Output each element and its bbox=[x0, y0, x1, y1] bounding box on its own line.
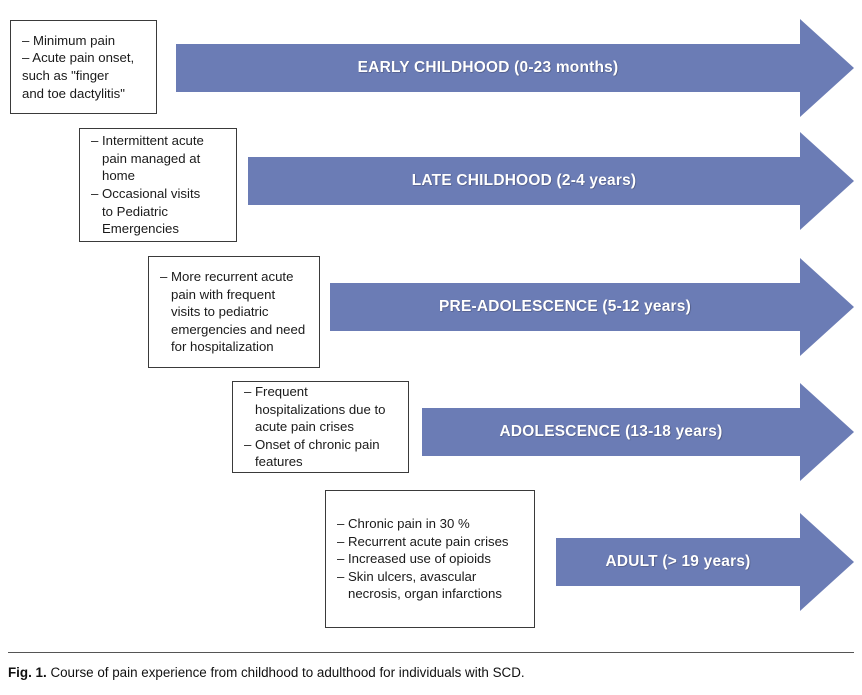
list-item: – Minimum pain bbox=[22, 32, 116, 48]
list-item: – Chronic pain in 30 % bbox=[337, 516, 470, 532]
list-item: – More recurrent acute pain with frequen… bbox=[160, 269, 306, 355]
bullet-list-adolescence: – Frequent hospitalizations due to acute… bbox=[244, 383, 399, 471]
list-item: – Recurrent acute pain crises bbox=[337, 533, 509, 549]
arrow-pre-adolescence: PRE-ADOLESCENCE (5-12 years) bbox=[330, 252, 855, 362]
arrow-adolescence: ADOLESCENCE (13-18 years) bbox=[422, 377, 855, 487]
list-item: – Frequent hospitalizations due to acute… bbox=[244, 384, 386, 435]
info-box-early-childhood: – Minimum pain – Acute pain onset, such … bbox=[10, 20, 157, 114]
info-box-late-childhood: – Intermittent acute pain managed at hom… bbox=[79, 128, 237, 242]
info-box-adolescence: – Frequent hospitalizations due to acute… bbox=[232, 381, 409, 473]
info-box-pre-adolescence: – More recurrent acute pain with frequen… bbox=[148, 256, 320, 368]
bullet-list-late-childhood: – Intermittent acute pain managed at hom… bbox=[91, 132, 227, 237]
arrow-shape-icon bbox=[248, 132, 854, 230]
arrow-early-childhood: EARLY CHILDHOOD (0-23 months) bbox=[176, 13, 855, 123]
bullet-list-pre-adolescence: – More recurrent acute pain with frequen… bbox=[160, 268, 310, 356]
figure-caption: Fig. 1. Course of pain experience from c… bbox=[8, 665, 854, 680]
bullet-list-early-childhood: – Minimum pain – Acute pain onset, such … bbox=[22, 32, 147, 102]
info-box-adult: – Chronic pain in 30 % – Recurrent acute… bbox=[325, 490, 535, 628]
caption-divider bbox=[8, 652, 854, 653]
list-item: – Occasional visits to Pediatric Emergen… bbox=[91, 186, 201, 237]
caption-label: Fig. 1. bbox=[8, 665, 47, 680]
arrow-shape-icon bbox=[176, 19, 854, 117]
arrow-adult: ADULT (> 19 years) bbox=[556, 507, 855, 617]
list-item: – Acute pain onset, such as "finger and … bbox=[22, 50, 135, 101]
list-item: – Onset of chronic pain features bbox=[244, 436, 380, 470]
caption-text: Course of pain experience from childhood… bbox=[50, 665, 525, 680]
arrow-late-childhood: LATE CHILDHOOD (2-4 years) bbox=[248, 126, 855, 236]
arrow-shape-icon bbox=[422, 383, 854, 481]
list-item: – Skin ulcers, avascular necrosis, organ… bbox=[337, 568, 502, 602]
list-item: – Intermittent acute pain managed at hom… bbox=[91, 133, 204, 184]
bullet-list-adult: – Chronic pain in 30 % – Recurrent acute… bbox=[337, 515, 525, 603]
arrow-shape-icon bbox=[556, 513, 854, 611]
arrow-shape-icon bbox=[330, 258, 854, 356]
list-item: – Increased use of opioids bbox=[337, 551, 491, 567]
